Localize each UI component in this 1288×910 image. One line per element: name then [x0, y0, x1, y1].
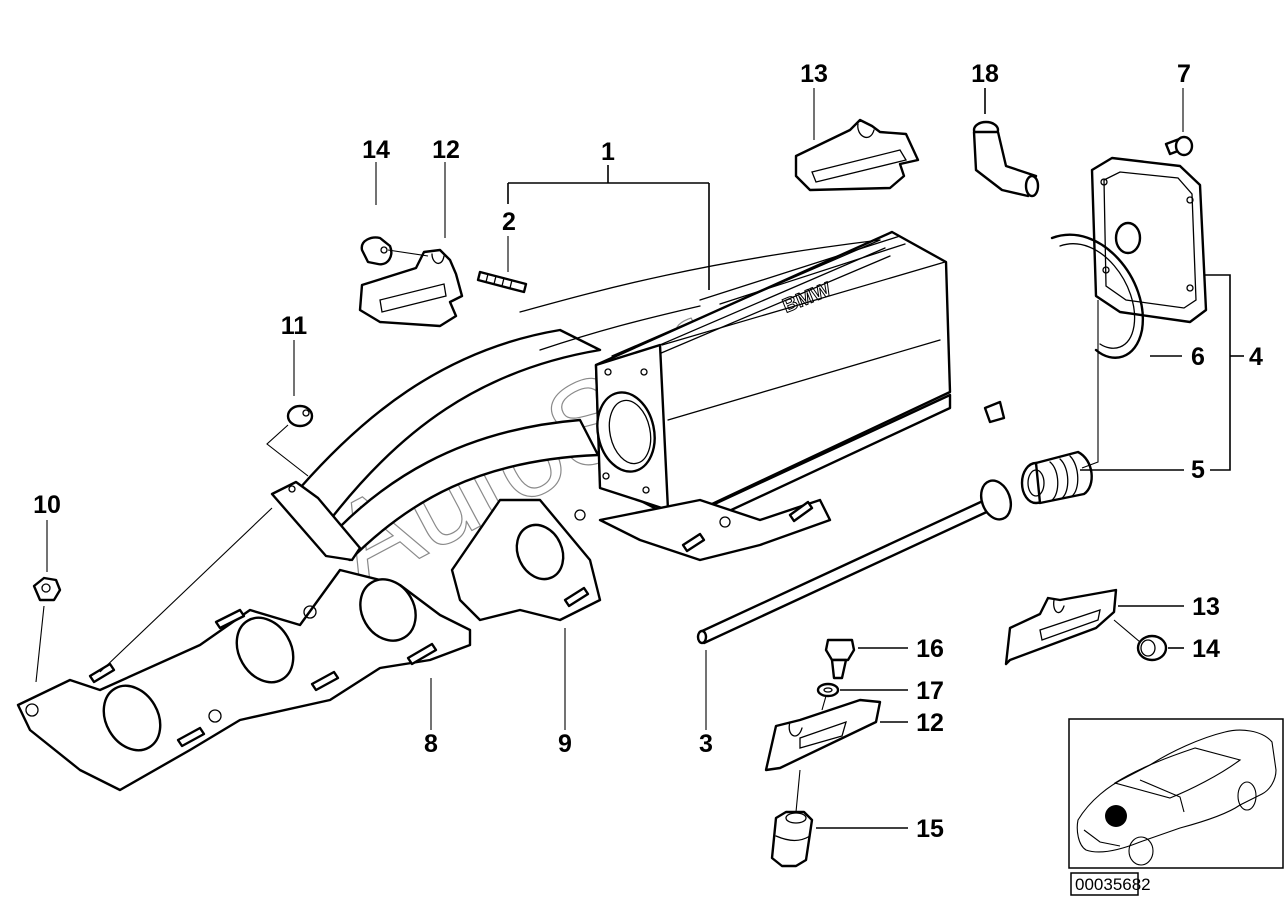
bracket-upper[interactable] [794, 118, 920, 192]
bracket-lower-right[interactable] [1004, 588, 1118, 666]
cover-plate[interactable] [1090, 156, 1208, 324]
callout-7: 7 [1177, 60, 1191, 88]
callout-labels: 1 2 3 4 5 6 7 8 9 10 11 12 12 13 13 14 1… [33, 60, 1263, 843]
leader-lines [35, 88, 1244, 829]
callout-17: 17 [916, 677, 944, 705]
bolt[interactable] [1164, 135, 1194, 157]
callout-13-lower: 13 [1192, 593, 1220, 621]
callout-1: 1 [601, 138, 615, 166]
cap-nut-upper[interactable] [360, 236, 393, 266]
flange-nut[interactable] [286, 404, 314, 428]
bracket-lower-center[interactable] [764, 698, 882, 772]
callout-2: 2 [502, 208, 516, 236]
callout-4: 4 [1249, 343, 1263, 371]
hex-bolt[interactable] [824, 638, 856, 680]
seal-ring[interactable] [1050, 233, 1145, 359]
bellows-grommet[interactable] [1020, 450, 1093, 505]
hex-nut[interactable] [32, 576, 62, 602]
bracket-left[interactable] [358, 248, 464, 328]
diagram-code: 00035682 [1075, 875, 1151, 894]
diagram-code-box [1070, 872, 1139, 896]
callout-12-lower: 12 [916, 709, 944, 737]
cap-nut-lower[interactable] [1136, 634, 1168, 662]
callout-5: 5 [1191, 456, 1205, 484]
vehicle-locator-inset: 00035682 [1068, 718, 1284, 896]
callout-14-lower: 14 [1192, 635, 1220, 663]
callout-3: 3 [699, 730, 713, 758]
intake-manifold[interactable]: BMW [270, 230, 1006, 562]
callout-14-upper: 14 [362, 136, 390, 164]
elbow-hose[interactable] [972, 120, 1040, 198]
callout-10: 10 [33, 491, 61, 519]
stud[interactable] [476, 270, 528, 294]
washer[interactable] [816, 682, 840, 698]
car-outline-icon [1076, 729, 1277, 866]
callout-15: 15 [916, 815, 944, 843]
rod[interactable] [696, 476, 1016, 645]
manifold-gasket[interactable] [16, 568, 472, 792]
callout-11: 11 [281, 312, 308, 340]
location-marker [1105, 805, 1127, 827]
callout-18: 18 [971, 60, 999, 88]
callout-13-upper: 13 [800, 60, 828, 88]
callout-16: 16 [916, 635, 944, 663]
callout-6: 6 [1191, 343, 1205, 371]
callout-12-upper: 12 [432, 136, 460, 164]
rubber-mount[interactable] [770, 810, 814, 868]
callout-9: 9 [558, 730, 572, 758]
callout-8: 8 [424, 730, 438, 758]
manifold-section[interactable] [450, 498, 832, 622]
